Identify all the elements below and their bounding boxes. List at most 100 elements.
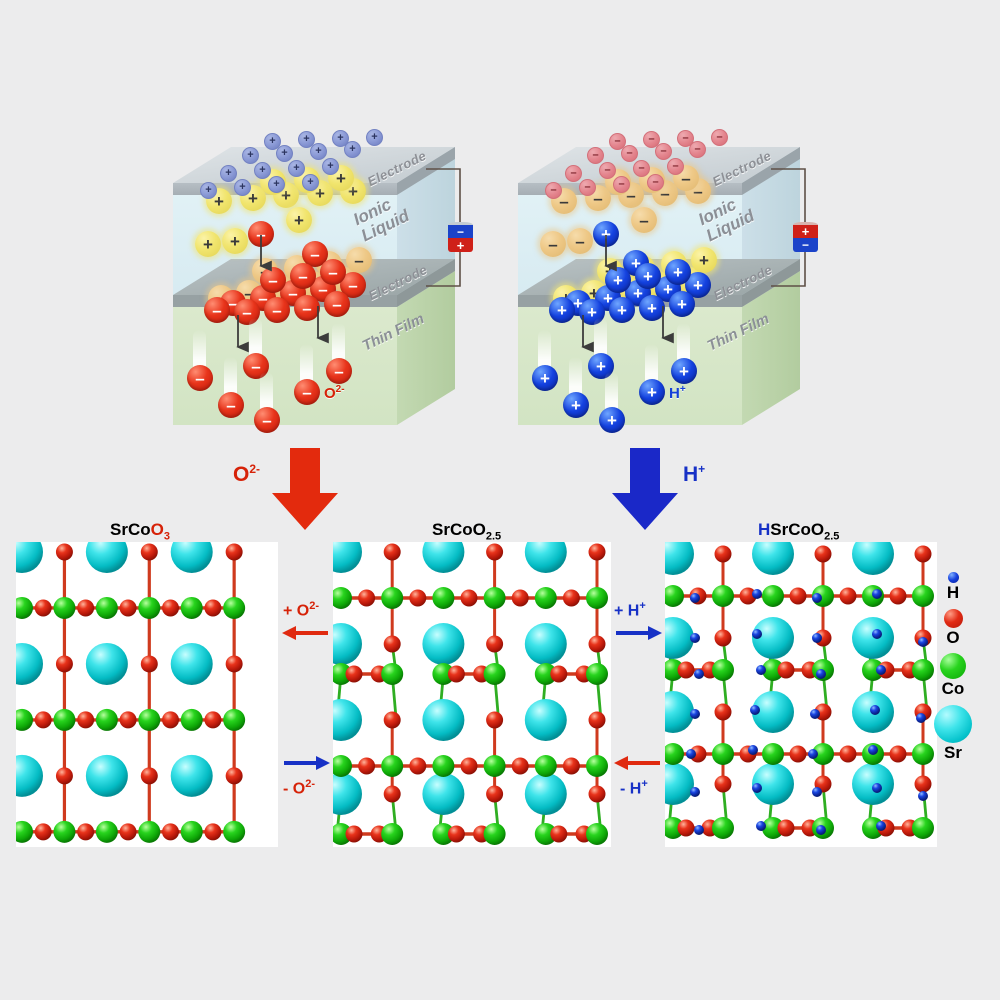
- electrode-charge: +: [332, 130, 349, 147]
- motion-trail: [605, 372, 618, 414]
- motion-trail: [193, 330, 206, 372]
- motion-trail: [224, 357, 237, 399]
- il-cation: +: [222, 228, 248, 254]
- electrode-charge: –: [677, 130, 694, 147]
- electrode-charge: –: [689, 141, 706, 158]
- hydrogen-ion-in-film: +: [671, 358, 697, 384]
- hydrogen-ion: +: [549, 297, 575, 323]
- crystal-structure-srcoo25: [320, 531, 608, 845]
- electrode-charge: –: [599, 162, 616, 179]
- il-cation: +: [691, 247, 717, 273]
- co-atom-icon: [940, 653, 966, 680]
- add-oxygen-label: + O2-: [283, 600, 320, 620]
- legend-item-co: Co: [924, 653, 982, 699]
- legend-label-o: O: [946, 627, 960, 647]
- oxygen-ion-in-film: –: [187, 365, 213, 391]
- battery-symbol: + −: [793, 220, 818, 252]
- sr-atom-icon: [934, 704, 972, 743]
- crystal-panel-srcoo3: [1, 531, 278, 847]
- electrode-charge: –: [609, 133, 626, 150]
- hydrogen-ion: +: [639, 295, 665, 321]
- legend-item-h: H: [924, 572, 982, 603]
- motion-trail: [677, 323, 690, 365]
- motion-trail: [594, 318, 607, 360]
- electrode-charge: –: [647, 174, 664, 191]
- electrode-charge: +: [234, 179, 251, 196]
- oxygen-ion: –: [294, 295, 320, 321]
- battery-terminal-bottom: −: [793, 238, 818, 252]
- electrode-charge: –: [579, 179, 596, 196]
- oxygen-ion-in-film: –: [326, 358, 352, 384]
- o2-big-down-arrow: [272, 448, 338, 530]
- electrode-charge: +: [200, 182, 217, 199]
- h-atom-icon: [947, 572, 959, 583]
- crystal-structure-hsrcoo25: [652, 533, 934, 839]
- electrode-charge: +: [310, 143, 327, 160]
- battery-terminal-bottom: +: [448, 238, 473, 252]
- motion-trail: [569, 357, 582, 399]
- legend-label-h: H: [946, 583, 960, 602]
- oxygen-ion-in-film: –: [218, 392, 244, 418]
- electrode-charge: +: [268, 176, 285, 193]
- add-hydrogen-label: + H+: [614, 600, 646, 620]
- oxygen-ion: –: [204, 297, 230, 323]
- oxygen-ion-in-film: –: [254, 407, 280, 433]
- il-anion: –: [631, 207, 657, 233]
- hydrogen-ion: +: [669, 291, 695, 317]
- electrode-charge: +: [302, 174, 319, 191]
- panel-title-srcoo25: SrCoO2.5: [432, 520, 502, 543]
- o2-arrow-label: O2-: [233, 462, 261, 486]
- panel-title-hsrcoo25: HSrCoO2.5: [758, 520, 840, 543]
- add-oxygen-arrow: [282, 626, 328, 640]
- hydrogen-ion: +: [635, 263, 661, 289]
- il-cation: +: [195, 231, 221, 257]
- h-arrow-label: H+: [683, 462, 706, 486]
- motion-trail: [300, 344, 313, 386]
- electrode-charge: –: [643, 131, 660, 148]
- electrode-charge: +: [276, 145, 293, 162]
- motion-trail: [249, 318, 262, 360]
- legend-label-co: Co: [941, 679, 965, 699]
- hydrogen-ion: +: [609, 297, 635, 323]
- hydrogen-ion: +: [665, 259, 691, 285]
- atom-legend: H O Co Sr: [924, 572, 982, 768]
- oxygen-ion: –: [324, 291, 350, 317]
- electrode-charge: –: [587, 147, 604, 164]
- electrode-charge: +: [298, 131, 315, 148]
- legend-label-sr: Sr: [944, 742, 962, 762]
- electrode-charge: –: [565, 165, 582, 182]
- hydrogen-ion-in-film: +: [639, 379, 665, 405]
- legend-item-sr: Sr: [924, 704, 982, 763]
- battery-terminal-top: +: [793, 225, 818, 238]
- electrode-charge: +: [366, 129, 383, 146]
- il-cation: +: [206, 188, 232, 214]
- il-anion: –: [346, 247, 372, 273]
- il-cation: +: [286, 207, 312, 233]
- oxygen-ion: –: [264, 297, 290, 323]
- motion-trail: [332, 323, 345, 365]
- h-big-down-arrow: [612, 448, 678, 530]
- motion-trail: [260, 372, 273, 414]
- electrode-charge: +: [220, 165, 237, 182]
- crystal-structure-srcoo3: [1, 531, 246, 843]
- il-anion: –: [540, 231, 566, 257]
- crystal-panel-hsrcoo25: [652, 533, 937, 847]
- oxygen-ion: –: [320, 259, 346, 285]
- crystal-panel-srcoo25: [320, 531, 611, 847]
- motion-trail: [538, 330, 551, 372]
- remove-hydrogen-label: - H+: [620, 778, 648, 798]
- electrode-charge: –: [545, 182, 562, 199]
- migration-arrows: [581, 235, 674, 353]
- hydrogen-ion-in-film: +: [599, 407, 625, 433]
- migration-arrows: [236, 235, 329, 353]
- add-hydrogen-arrow: [616, 626, 662, 640]
- oxygen-ion: –: [290, 263, 316, 289]
- remove-oxygen-arrow: [284, 756, 330, 770]
- electrode-charge: +: [288, 160, 305, 177]
- hydrogen-gating-device: + − Electrode Ionic Liquid Electrode Thi…: [505, 125, 835, 445]
- electrode-charge: +: [264, 133, 281, 150]
- electrode-charge: –: [633, 160, 650, 177]
- electrode-charge: –: [667, 158, 684, 175]
- electrode-charge: +: [344, 141, 361, 158]
